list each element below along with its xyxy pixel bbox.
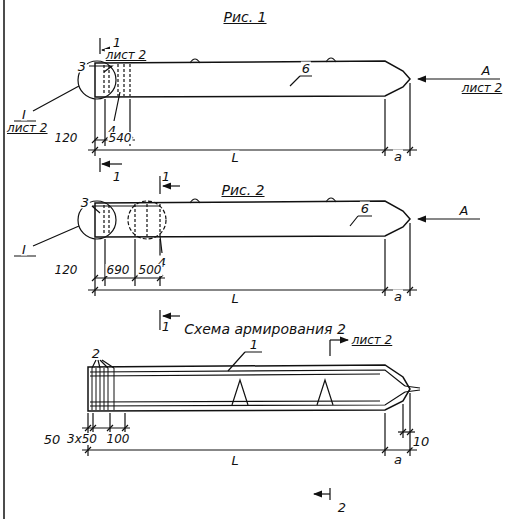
drawing-label: a [393,150,403,163]
drawing-label: 50 [43,433,62,446]
drawing-label: a [393,290,403,303]
drawing-label: 2 [91,347,101,360]
drawing-label: A [481,64,492,77]
drawing-label: I [21,108,27,121]
drawing-label: 3 [80,196,90,209]
drawing-label: лист 2 [6,122,49,134]
drawing-label: L [230,454,239,467]
drawing-label: 1 [161,170,171,183]
reinforcement-scheme [82,340,420,500]
drawing-label: лист 2 [105,49,148,61]
drawing-label: 1 [112,170,122,183]
drawing-label: 1 [112,36,122,49]
drawing-label: 540 [108,132,133,144]
drawing-label: лист 2 [461,82,504,94]
drawing-label: Рис. 1 [222,10,267,24]
drawing-label: 6 [301,62,311,75]
drawing-label: 3 [77,60,87,73]
drawing-label: Схема армирования 2 [183,322,347,336]
drawing-label: L [230,151,239,164]
drawing-label: 120 [54,264,79,276]
drawing-label: A [459,204,470,217]
drawing-label: 2 [337,501,347,514]
drawing-label: 100 [106,433,131,445]
drawing-label: 6 [360,202,370,215]
drawing-label: 10 [412,435,431,448]
drawing-label: I [21,243,27,256]
drawing-label: 120 [54,132,79,144]
drawing-label: L [230,292,239,305]
drawing-label: лист 2 [351,334,394,346]
drawing-label: 1 [161,320,171,333]
drawing-label: a [393,453,403,466]
drawing-label: Рис. 2 [220,183,265,197]
pile-fig2 [14,176,480,330]
drawing-label: 690 [106,264,131,276]
drawing-label: 500 [138,264,163,276]
pile-fig1 [14,38,500,172]
drawing-label: 3х50 [66,433,98,445]
drawing-label: 1 [249,338,259,351]
